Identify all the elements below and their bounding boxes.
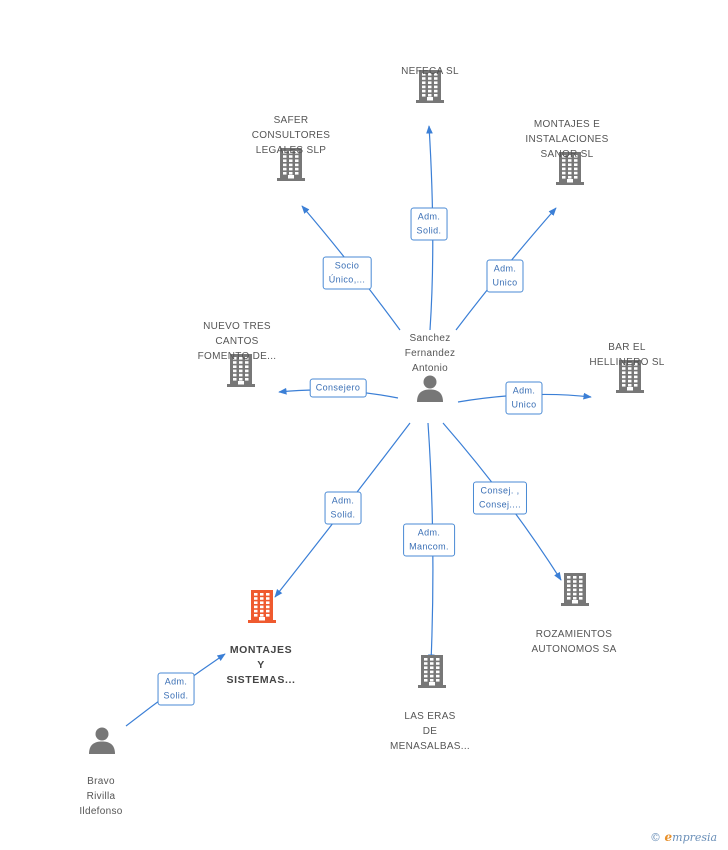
edge-role-label-line: Consej.... <box>478 499 522 510</box>
edge-role-label-line: Consejero <box>315 382 361 393</box>
edge-role-label-line: Adm. <box>493 263 517 274</box>
building-icon[interactable] <box>415 68 445 109</box>
building-icon-shape <box>416 70 444 103</box>
edge-role-label-line: Adm. <box>417 211 441 222</box>
building-icon[interactable] <box>417 653 447 694</box>
edge-role-label[interactable]: Adm. Unico <box>505 381 543 415</box>
edge-role-label[interactable]: Consejero <box>309 378 367 398</box>
node-label-line: LAS ERAS <box>404 711 456 722</box>
node-label-line: Rivilla <box>86 791 116 802</box>
edge-role-label-line: Solid. <box>416 225 442 236</box>
node-label-line: MONTAJES E <box>533 119 601 130</box>
person-icon-shape <box>417 375 443 402</box>
edge-role-label-line: Adm. <box>164 676 188 687</box>
copyright-symbol: © <box>650 831 661 844</box>
node-label-line: SISTEMAS... <box>226 674 296 686</box>
node-label-line: Sanchez <box>409 333 451 344</box>
building-icon-shape <box>556 152 584 185</box>
node-label[interactable]: NEFECA SL <box>401 64 459 79</box>
node-label[interactable]: SAFER CONSULTORES LEGALES SLP <box>252 113 331 158</box>
node-label-line: NUEVO TRES <box>203 321 271 332</box>
node-label-line: Bravo <box>87 776 115 787</box>
node-label[interactable]: BAR EL HELLINERO SL <box>589 340 664 370</box>
brand-initial: e <box>664 830 673 844</box>
node-label-line: SANOR SL <box>540 149 594 160</box>
node-label-line: Fernandez <box>404 348 456 359</box>
node-label-line: DE <box>422 726 438 737</box>
brand-rest: mpresia <box>672 831 718 844</box>
node-label[interactable]: NUEVO TRES CANTOS FOMENTO DE... <box>198 319 277 364</box>
node-label-line: NEFECA SL <box>401 66 459 77</box>
building-icon[interactable] <box>226 352 256 393</box>
node-label-line: BAR EL <box>608 342 646 353</box>
building-icon-shape <box>418 655 446 688</box>
node-label[interactable]: MONTAJES Y SISTEMAS... <box>226 643 295 688</box>
node-label-line: AUTONOMOS SA <box>531 644 617 655</box>
building-icon-shape <box>248 590 276 623</box>
node-label-line: FOMENTO DE... <box>197 351 277 362</box>
node-label-line: LEGALES SLP <box>255 145 327 156</box>
node-label-line: MENASALBAS... <box>389 741 471 752</box>
building-icon[interactable] <box>555 150 585 191</box>
edge-role-label-line: Solid. <box>330 509 356 520</box>
edge-role-label[interactable]: Adm. Solid. <box>157 672 195 706</box>
node-label[interactable]: ROZAMIENTOS AUTONOMOS SA <box>531 627 616 657</box>
edge-role-label-line: Consej. , <box>480 485 520 496</box>
empresia-brand[interactable]: © empresia <box>650 830 717 844</box>
edge-role-label[interactable]: Adm. Solid. <box>410 207 448 241</box>
person-icon-shape <box>89 727 115 754</box>
building-icon-shape <box>277 148 305 181</box>
node-label-line: SAFER <box>273 115 309 126</box>
edge-role-label-line: Unico <box>492 277 518 288</box>
node-label-line: CONSULTORES <box>251 130 331 141</box>
person-icon[interactable] <box>415 373 445 408</box>
edge-role-label-line: Solid. <box>163 690 189 701</box>
building-icon-shape <box>561 573 589 606</box>
node-label-line: INSTALACIONES <box>525 134 609 145</box>
person-icon[interactable] <box>87 725 117 760</box>
building-icon[interactable] <box>276 146 306 187</box>
edge-role-label-line: Socio <box>334 260 360 271</box>
building-icon[interactable] <box>560 571 590 612</box>
edge-role-label-line: Adm. <box>512 385 536 396</box>
building-icon-shape <box>616 360 644 393</box>
edge-role-label[interactable]: Adm. Solid. <box>324 491 362 525</box>
edge-role-label-line: Adm. <box>417 527 441 538</box>
node-label-line: Antonio <box>411 363 449 374</box>
edge-role-label[interactable]: Adm. Unico <box>486 259 524 293</box>
edge-role-label-line: Mancom. <box>409 541 449 552</box>
building-icon[interactable] <box>615 358 645 399</box>
node-label-line: Y <box>257 659 265 671</box>
node-label-line: CANTOS <box>215 336 259 347</box>
building-icon-shape <box>227 354 255 387</box>
node-label-line: Ildefonso <box>79 806 123 817</box>
building-icon[interactable] <box>247 588 277 629</box>
node-label-line: MONTAJES <box>229 644 293 656</box>
edge-role-label-line: Único,... <box>328 274 366 285</box>
node-label[interactable]: MONTAJES E INSTALACIONES SANOR SL <box>525 117 608 162</box>
edge-role-label[interactable]: Adm. Mancom. <box>403 523 455 557</box>
node-label-line: HELLINERO SL <box>589 357 665 368</box>
edge-role-label-line: Adm. <box>331 495 355 506</box>
edge-role-label[interactable]: Consej. , Consej.... <box>472 481 528 515</box>
node-label-line: ROZAMIENTOS <box>535 629 613 640</box>
edge-role-label-line: Unico <box>511 399 537 410</box>
node-label[interactable]: LAS ERAS DE MENASALBAS... <box>390 709 470 754</box>
